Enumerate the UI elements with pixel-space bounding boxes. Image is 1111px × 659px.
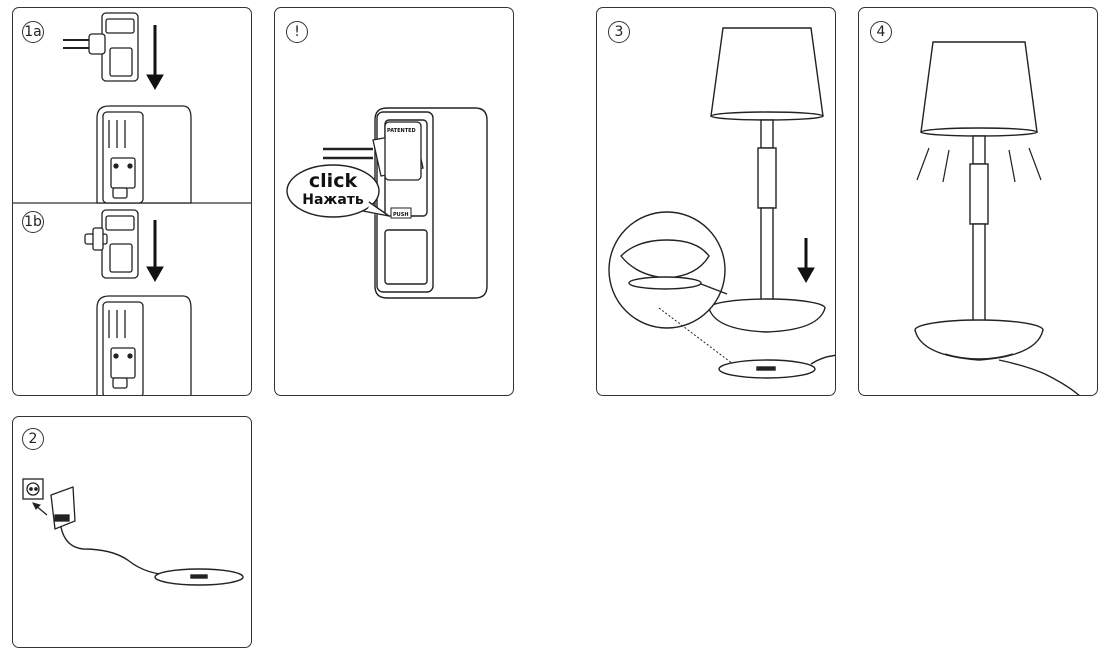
attention-illustration: PATENTED PUSH bbox=[286, 107, 488, 299]
lamp-shade bbox=[710, 27, 824, 121]
step-3-illustration bbox=[608, 27, 835, 379]
lamp-stem bbox=[757, 119, 777, 303]
power-adapter bbox=[50, 486, 76, 530]
plug-insert bbox=[323, 121, 424, 181]
arrow-up-left-icon bbox=[32, 502, 48, 516]
arrow-down-icon bbox=[146, 220, 164, 283]
step-attention-badge: ! bbox=[286, 21, 308, 43]
step-4-badge: 4 bbox=[870, 21, 892, 43]
plug-adapter-1a bbox=[63, 12, 139, 82]
power-cable bbox=[998, 359, 1080, 395]
panel-step-attention: ! PATENTED PUSH click Нажать bbox=[274, 7, 514, 396]
step-2-badge: 2 bbox=[22, 428, 44, 450]
panel-step-1: 1a 1b bbox=[12, 7, 252, 396]
lamp-base bbox=[708, 298, 826, 333]
wall-socket-icon bbox=[22, 478, 44, 500]
arrow-down-icon bbox=[146, 25, 164, 91]
base-detail-magnifier bbox=[608, 211, 728, 329]
light-rays bbox=[916, 147, 1042, 183]
push-label: PUSH bbox=[393, 212, 409, 218]
adapter-body-1b bbox=[96, 295, 192, 395]
panel-step-4: 4 bbox=[858, 7, 1098, 396]
power-cable bbox=[60, 526, 174, 576]
panel-step-3: 3 bbox=[596, 7, 836, 396]
arrow-down-icon bbox=[797, 238, 815, 284]
step-2-illustration bbox=[22, 478, 244, 586]
plug-adapter-1b bbox=[84, 209, 139, 279]
patented-label: PATENTED bbox=[387, 128, 416, 134]
lamp-shade bbox=[920, 41, 1038, 137]
click-bubble bbox=[286, 164, 390, 218]
step-1a-badge: 1a bbox=[22, 21, 44, 43]
adapter-body-1a bbox=[96, 105, 192, 204]
press-text: Нажать bbox=[302, 192, 364, 208]
step-1-illustration bbox=[13, 12, 251, 395]
charging-pad bbox=[154, 568, 244, 586]
step-3-badge: 3 bbox=[608, 21, 630, 43]
charging-pad bbox=[718, 354, 835, 379]
lamp-stem bbox=[969, 135, 989, 325]
click-text: click bbox=[308, 170, 358, 192]
panel-step-2: 2 bbox=[12, 416, 252, 648]
step-4-illustration bbox=[914, 41, 1080, 395]
lamp-base bbox=[914, 319, 1044, 361]
step-1b-badge: 1b bbox=[22, 211, 44, 233]
